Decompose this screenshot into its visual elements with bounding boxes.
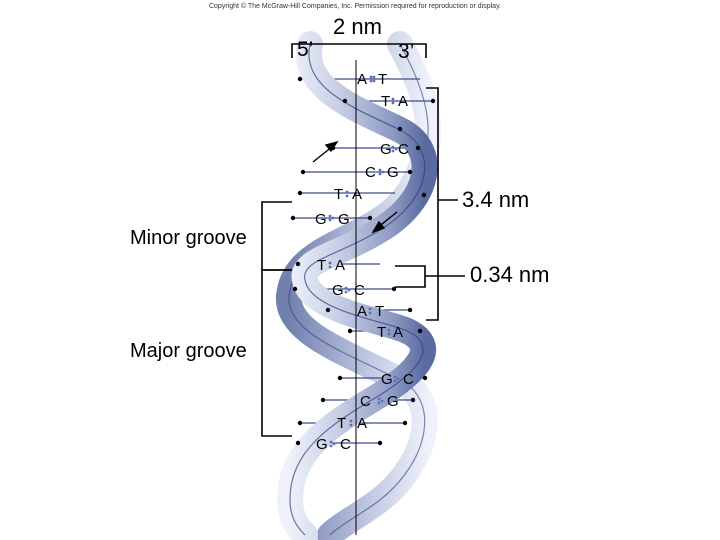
base-letter-right: A [398, 93, 408, 110]
base-letter-left: T [334, 186, 343, 203]
base-letter-right: T [378, 71, 387, 88]
five-prime-label: 5’ [297, 38, 314, 61]
major-groove-bracket [261, 269, 292, 437]
base-letter-left: T [377, 324, 386, 341]
base-letter-right: A [335, 257, 345, 274]
base-letter-right: C [354, 282, 365, 299]
strand-direction-arrows [312, 140, 398, 234]
base-letter-right: C [340, 436, 351, 453]
base-letter-left: T [317, 257, 326, 274]
base-spacing-bracket [395, 265, 465, 288]
hydrogen-bond-dots [328, 75, 400, 448]
base-letter-right: G [387, 164, 399, 181]
turn-length-label: 3.4 nm [462, 187, 530, 212]
base-letter-right: T [375, 303, 384, 320]
base-spacing-label: 0.34 nm [470, 262, 550, 287]
base-letters: A T T A G C C G T A G G T A G C A T T A … [315, 71, 414, 453]
three-prime-label: 3’ [398, 40, 415, 63]
minor-groove-label: Minor groove [130, 227, 247, 249]
base-letter-right: A [352, 186, 362, 203]
copyright-notice: Copyright © The McGraw-Hill Companies, I… [208, 3, 501, 10]
base-letter-right: C [403, 371, 414, 388]
backbone-dots [290, 76, 436, 446]
base-letter-left: G [316, 436, 328, 453]
base-letter-left: G [332, 282, 344, 299]
base-letter-left: G [381, 371, 393, 388]
base-letter-right: A [357, 415, 367, 432]
base-letter-right: G [387, 393, 399, 410]
minor-groove-bracket [261, 201, 292, 271]
base-letter-left: T [381, 93, 390, 110]
width-marker [291, 43, 427, 58]
base-letter-left: A [357, 71, 367, 88]
base-letter-right: A [393, 324, 403, 341]
base-letter-left: C [365, 164, 376, 181]
base-letter-left: G [315, 211, 327, 228]
base-letter-left: A [357, 303, 367, 320]
turn-length-bracket [426, 87, 458, 321]
helix-width-label: 2 nm [333, 14, 382, 39]
base-letter-right: C [398, 141, 409, 158]
base-letter-right: G [338, 211, 350, 228]
base-letter-left: C [360, 393, 371, 410]
major-groove-label: Major groove [130, 340, 247, 362]
base-letter-left: T [337, 415, 346, 432]
base-letter-left: G [380, 141, 392, 158]
